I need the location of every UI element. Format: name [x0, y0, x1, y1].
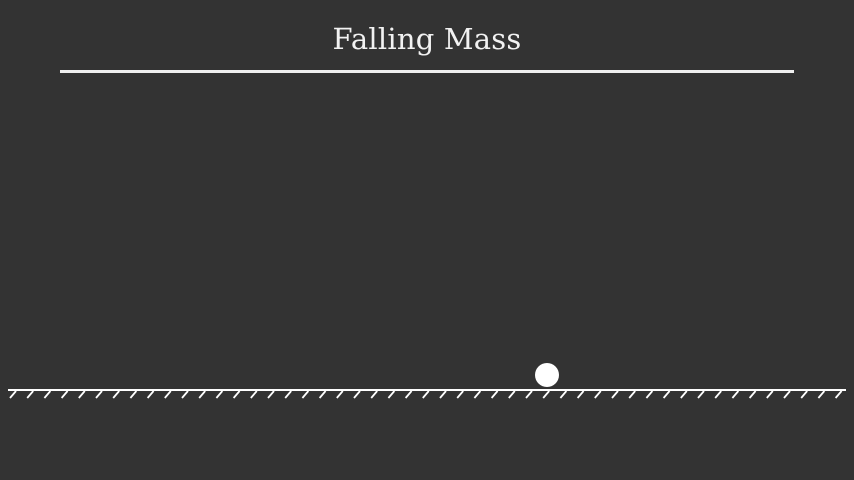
ground-hatch-mark [284, 390, 292, 399]
ground-hatch-mark [336, 390, 344, 399]
ground-hatch-mark [43, 390, 52, 399]
ground-hatch-mark [662, 390, 671, 399]
ground-hatch-mark [60, 390, 69, 399]
ground-hatch-mark [628, 390, 636, 399]
ground-hatch-mark [783, 390, 791, 399]
ground-hatch-mark [800, 390, 808, 399]
ground-hatch-mark [645, 390, 654, 399]
ground-hatch-mark [318, 390, 327, 399]
ground-hatch-mark [112, 390, 120, 399]
ground-hatch-mark [594, 390, 602, 399]
ground-hatch-mark [164, 390, 172, 399]
ground-hatch-mark [834, 390, 843, 399]
ground-hatch-mark [680, 390, 688, 399]
ground-hatch-mark [78, 390, 86, 399]
ground-hatch-mark [26, 390, 34, 399]
ground-surface [8, 389, 846, 399]
ground-hatch-mark [267, 390, 275, 399]
ground-hatch-mark [456, 390, 464, 399]
ground-hatch-mark [215, 390, 224, 399]
ground-hatching [9, 390, 843, 399]
ground-hatch-mark [250, 390, 258, 399]
page-title: Falling Mass [332, 22, 522, 56]
ground-hatch-mark [232, 390, 241, 399]
ground-hatch-mark [301, 390, 310, 399]
ground-hatch-mark [146, 390, 155, 399]
ground-hatch-mark [404, 390, 413, 399]
ground-hatch-mark [370, 390, 378, 399]
ground-hatch-mark [748, 390, 757, 399]
ground-hatch-mark [490, 390, 499, 399]
ground-hatch-mark [198, 390, 206, 399]
title-underline [60, 70, 794, 73]
ground-hatch-mark [508, 390, 516, 399]
ground-hatch-mark [129, 390, 138, 399]
ground-hatch-mark [559, 390, 568, 399]
ground-hatch-mark [525, 390, 533, 399]
ground-hatch-mark [422, 390, 430, 399]
ground-hatch-mark [766, 390, 774, 399]
ground-hatch-mark [387, 390, 396, 399]
falling-mass-ball [535, 363, 559, 387]
ground-hatch-mark [95, 390, 103, 399]
ground-hatch-mark [731, 390, 740, 399]
ground-hatch-mark [9, 390, 17, 399]
ground-hatch-mark [817, 390, 826, 399]
ground-hatch-mark [473, 390, 482, 399]
ground-hatch-mark [714, 390, 722, 399]
ground-hatch-mark [576, 390, 585, 399]
ground-hatch-mark [697, 390, 705, 399]
ground-hatch-mark [353, 390, 361, 399]
ground-hatch-mark [439, 390, 447, 399]
ground-hatch-mark [181, 390, 189, 399]
ground-hatch-mark [542, 390, 550, 399]
ground-hatch-mark [611, 390, 619, 399]
